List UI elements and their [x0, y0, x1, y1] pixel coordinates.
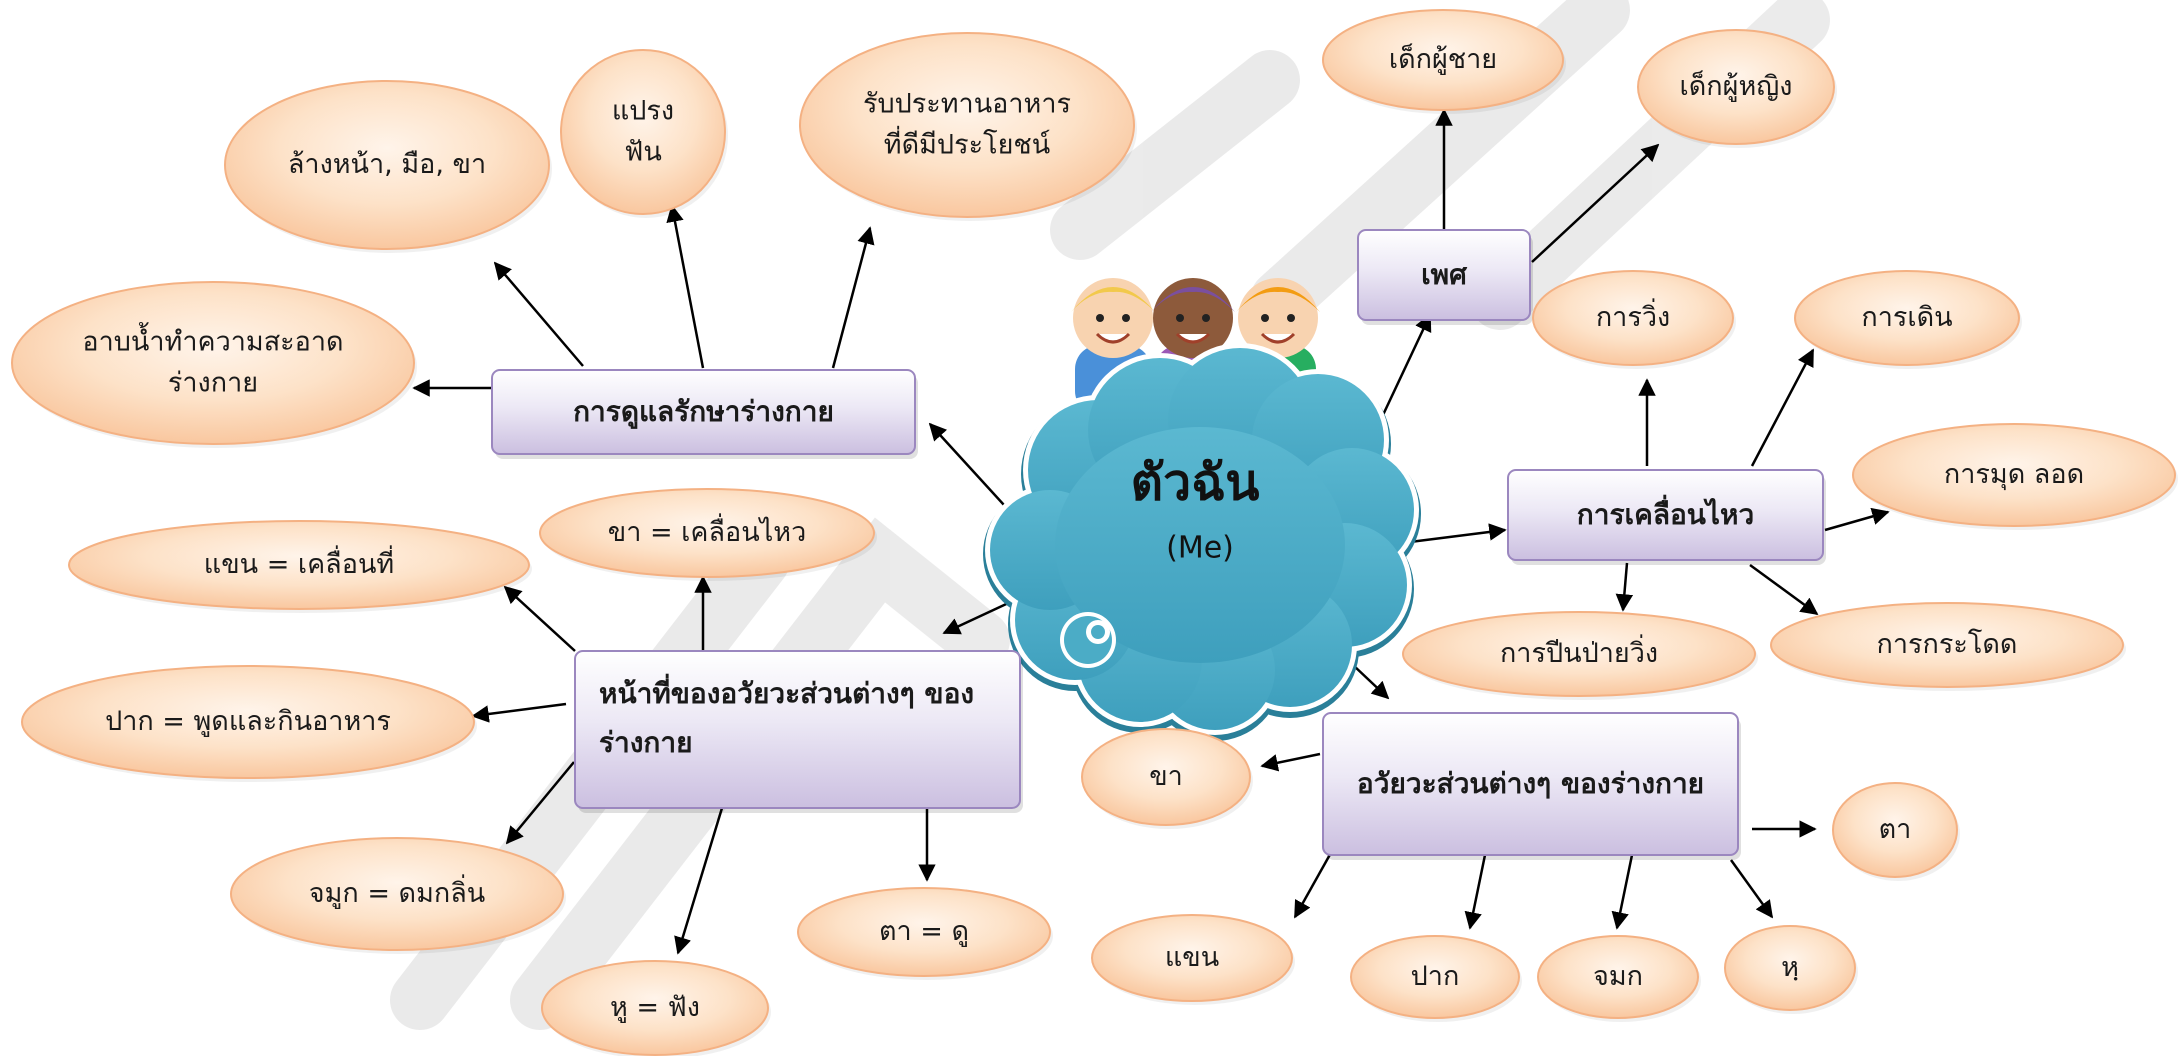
- oval-brush-teeth: [560, 49, 728, 218]
- arrow-movement-4: [1749, 563, 1819, 616]
- arrow-organs-3: [1464, 854, 1487, 930]
- oval-organ-nose: [1537, 935, 1701, 1022]
- oval-arm-move-label: แขน = เคลื่อนที่: [203, 548, 395, 580]
- oval-girl-label: เด็กผู้หญิง: [1679, 70, 1793, 102]
- arrow-movement-3: [1615, 562, 1634, 612]
- arrow-hygiene-1: [493, 261, 584, 367]
- center-title: ตัวฉัน: [1130, 453, 1260, 512]
- oval-climb-label: การปีนป่ายวิ่ง: [1499, 637, 1659, 669]
- oval-organ-leg: [1081, 728, 1253, 829]
- oval-run-label: การวิ่ง: [1595, 301, 1671, 333]
- arrow-gender-1: [1531, 143, 1660, 263]
- node-gender-label: เพศ: [1421, 258, 1467, 291]
- arrow-movement-2: [1824, 507, 1890, 532]
- node-organs: [1322, 712, 1741, 860]
- oval-boy: [1322, 9, 1566, 114]
- arrow-functions-4: [674, 807, 724, 955]
- arrow-functions-2: [471, 702, 567, 723]
- oval-ear-label: หู = ฟัง: [610, 991, 700, 1023]
- oval-ear: [541, 960, 771, 1056]
- oval-wash-face: [224, 80, 552, 253]
- oval-mouth-label: ปาก = พูดและกินอาหาร: [105, 705, 391, 737]
- center-node: [983, 278, 1421, 741]
- oval-organ-nose-label: จมก: [1593, 960, 1643, 992]
- concept-nodes: [11, 9, 2178, 1056]
- node-functions: [574, 650, 1023, 813]
- oval-organ-leg-label: ขา: [1149, 760, 1183, 792]
- oval-nose-label: จมูก = ดมกลิ่น: [308, 877, 486, 909]
- oval-organ-arm-label: แขน: [1164, 941, 1220, 973]
- oval-wash-face-label: ล้างหน้า, มือ, ขา: [287, 148, 487, 180]
- arrow-center-gender: [1373, 313, 1432, 433]
- oval-mouth: [21, 665, 477, 782]
- arrow-center-movement: [1401, 523, 1507, 545]
- center-subtitle: (Me): [1166, 530, 1234, 566]
- oval-arm-move: [68, 520, 532, 613]
- node-hygiene: [491, 369, 918, 459]
- arrow-organs-5: [1729, 859, 1774, 919]
- oval-nose: [230, 837, 566, 954]
- oval-leg-move: [539, 488, 877, 581]
- center-cloud: [983, 343, 1421, 741]
- arrow-organs-0: [1260, 752, 1321, 772]
- oval-walk-label: การเดิน: [1861, 301, 1953, 333]
- oval-eat-healthy-label: รับประทานอาหาร ที่ดีมีประโยชน์: [862, 88, 1072, 161]
- node-movement-label: การเคลื่อนไหว: [1576, 498, 1755, 531]
- oval-jump-label: การกระโดด: [1876, 628, 2018, 660]
- arrow-hygiene-2: [666, 204, 705, 369]
- node-gender: [1357, 229, 1533, 325]
- oval-eye-label: ตา = ดู: [878, 915, 970, 947]
- node-movement: [1507, 469, 1826, 565]
- arrow-functions-0: [503, 585, 576, 652]
- node-organs-label: อวัยวะส่วนต่างๆ ของร่างกาย: [1356, 767, 1705, 800]
- oval-organ-eye: [1832, 782, 1960, 881]
- oval-brush-teeth-label: แปรง ฟัน: [611, 95, 675, 168]
- oval-organ-arm: [1091, 914, 1295, 1005]
- oval-organ-eye-label: ตา: [1878, 813, 1912, 845]
- oval-run: [1532, 270, 1736, 369]
- oval-crawl-label: การมุด ลอด: [1943, 458, 2085, 490]
- oval-organ-mouth: [1350, 935, 1522, 1022]
- oval-eye: [797, 887, 1053, 980]
- arrow-movement-1: [1750, 348, 1815, 467]
- oval-organ-mouth-label: ปาก: [1410, 960, 1460, 992]
- arrow-organs-4: [1611, 854, 1634, 930]
- oval-eat-healthy: [799, 32, 1137, 221]
- oval-walk: [1794, 270, 2022, 369]
- oval-jump: [1770, 602, 2126, 691]
- oval-organ-ear: [1724, 925, 1858, 1014]
- arrow-hygiene-3: [831, 226, 875, 369]
- node-functions-label: หน้าที่ของอวัยวะส่วนต่างๆ ของ ร่างกาย: [599, 677, 975, 759]
- oval-organ-ear-label: หฺ: [1781, 951, 1799, 983]
- oval-leg-move-label: ขา = เคลื่อนไหว: [607, 516, 807, 548]
- oval-bathe-label: อาบน้ำทำความสะอาด ร่างกาย: [82, 326, 344, 399]
- arrow-functions-3: [505, 761, 575, 845]
- oval-climb: [1402, 611, 1758, 700]
- oval-boy-label: เด็กผู้ชาย: [1388, 43, 1498, 75]
- node-hygiene-label: การดูแลรักษาร่างกาย: [573, 395, 834, 428]
- oval-crawl: [1852, 423, 2178, 530]
- oval-girl: [1637, 29, 1837, 148]
- oval-bathe: [11, 281, 417, 448]
